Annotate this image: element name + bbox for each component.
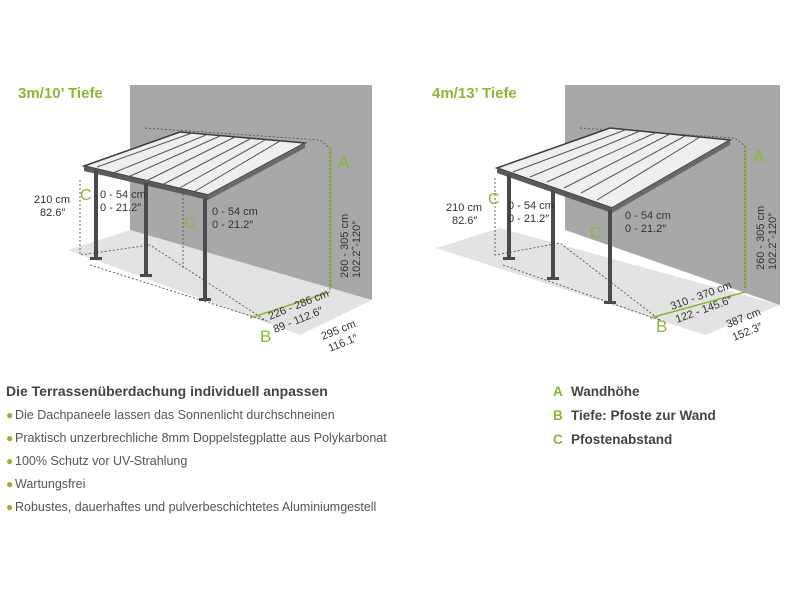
post (203, 199, 207, 299)
post (604, 301, 616, 304)
roof-side-beam (208, 143, 305, 200)
wall-height-in: 102.2˝-120″ (351, 221, 363, 278)
letter-c: C (488, 191, 500, 208)
legend-letter: A (553, 384, 563, 399)
feature-text: Praktisch unzerbrechliche 8mm Doppelsteg… (15, 431, 387, 445)
wall-height-cm: 260 - 305 cm (339, 214, 351, 278)
bullet-icon: ● (6, 454, 14, 468)
list-item: ●Praktisch unzerbrechliche 8mm Doppelste… (6, 429, 387, 452)
depth-marker (649, 291, 746, 319)
overhang-side-cm: 0 - 54 cm (212, 206, 258, 218)
legend-item-b: B Tiefe: Pfoste zur Wand (553, 407, 716, 431)
overhang-side-cm: 0 - 54 cm (625, 210, 671, 222)
diagram-right: A 260 - 305 cm 102.2˝-120″ C C 210 cm 82… (436, 85, 780, 344)
bullet-icon: ● (6, 431, 14, 445)
dotted-outline (502, 264, 666, 323)
bullet-icon: ● (6, 500, 14, 514)
legend: A Wandhöhe B Tiefe: Pfoste zur Wand C Pfost… (553, 383, 716, 455)
depth-marker (249, 291, 331, 319)
post (551, 190, 555, 278)
overhang-side-in: 0 - 21.2″ (625, 223, 666, 235)
post (90, 257, 102, 260)
diagram-left: A 260 - 305 cm 102.2˝-120″ C C 210 cm 82… (34, 85, 372, 355)
post (140, 274, 152, 277)
roof-panel-lines (96, 132, 281, 194)
overhang-front-cm: 0 - 54 cm (100, 189, 146, 201)
wall-height-cm: 260 - 305 cm (755, 206, 767, 270)
dotted-outline (144, 127, 331, 290)
legend-item-c: C Pfostenabstand (553, 431, 716, 455)
post (507, 174, 511, 258)
feature-text: 100% Schutz vor UV-Strahlung (15, 454, 188, 468)
legend-letter: C (553, 432, 563, 447)
post (144, 183, 148, 275)
roof-panel-lines (512, 129, 701, 201)
post (503, 257, 515, 260)
letter-a: A (753, 147, 765, 166)
diagram-right-title: 4m/13’ Tiefe (432, 85, 517, 102)
list-item: ●Robustes, dauerhaftes und pulverbeschic… (6, 498, 387, 521)
feature-text: Wartungsfrei (15, 477, 86, 491)
feature-list: ●Die Dachpaneele lassen das Sonnenlicht … (6, 406, 387, 521)
overhang-side-in: 0 - 21.2″ (212, 219, 253, 231)
letter-c: C (184, 215, 196, 232)
letter-b: B (656, 317, 667, 336)
letter-c: C (80, 187, 92, 204)
feature-text: Die Dachpaneele lassen das Sonnenlicht d… (15, 408, 335, 422)
feature-text: Robustes, dauerhaftes und pulverbeschich… (15, 500, 377, 514)
diagram-left-title: 3m/10’ Tiefe (18, 85, 103, 102)
list-item: ●100% Schutz vor UV-Strahlung (6, 452, 387, 475)
legend-label: Wandhöhe (571, 384, 640, 399)
wall-height-in: 102.2˝-120″ (767, 213, 779, 270)
post (608, 210, 612, 302)
roof-side-beam (612, 140, 730, 213)
bullet-icon: ● (6, 408, 14, 422)
post (199, 298, 211, 301)
letter-c: C (590, 225, 602, 242)
post-height-cm: 210 cm (34, 194, 70, 206)
post-height-in: 82.6″ (452, 215, 477, 227)
overhang-front-in: 0 - 21.2″ (100, 202, 141, 214)
dotted-outline (89, 264, 271, 323)
letter-b: B (260, 327, 271, 346)
letter-a: A (338, 153, 350, 172)
legend-letter: B (553, 408, 563, 423)
description-title: Die Terrassenüberdachung individuell anp… (6, 383, 328, 399)
overhang-front-cm: 0 - 54 cm (508, 200, 554, 212)
dotted-outline (79, 180, 266, 321)
post (94, 170, 98, 258)
legend-item-a: A Wandhöhe (553, 383, 716, 407)
overhang-front-in: 0 - 21.2″ (508, 213, 549, 225)
post-height-in: 82.6″ (40, 207, 65, 219)
bullet-icon: ● (6, 477, 14, 491)
list-item: ●Wartungsfrei (6, 475, 387, 498)
post-height-cm: 210 cm (446, 202, 482, 214)
legend-label: Pfostenabstand (571, 432, 673, 447)
legend-label: Tiefe: Pfoste zur Wand (571, 408, 716, 423)
list-item: ●Die Dachpaneele lassen das Sonnenlicht … (6, 406, 387, 429)
post (547, 277, 559, 280)
